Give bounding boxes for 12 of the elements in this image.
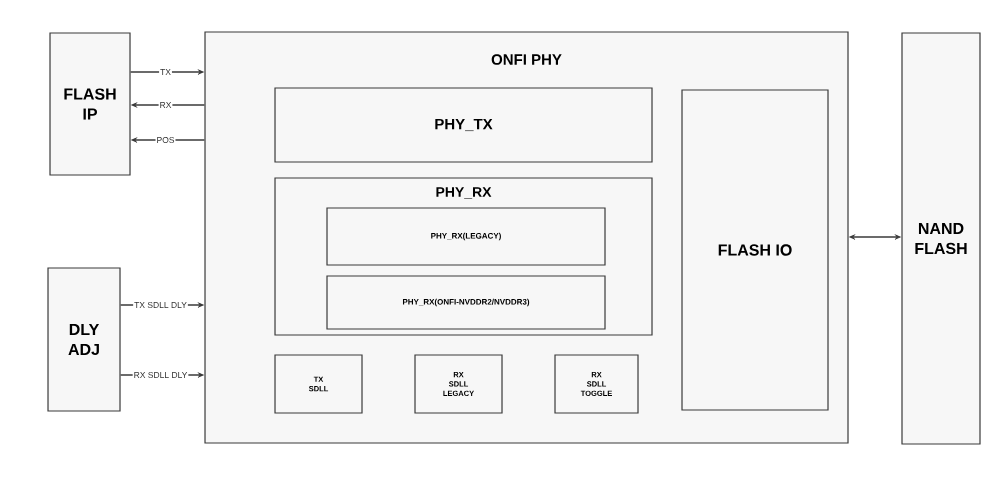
block-box: PHY_RX(ONFI-NVDDR2/NVDDR3) <box>326 275 606 330</box>
block-box: FLASH IP <box>49 32 131 176</box>
signal-label: POS <box>155 136 176 144</box>
block-box: DLY ADJ <box>47 267 121 412</box>
signal-label: TX <box>159 68 172 76</box>
block-box: PHY_RX(LEGACY) <box>326 207 606 266</box>
signal-label: RX <box>158 101 173 109</box>
block-box: NAND FLASH <box>901 32 981 445</box>
signal-label: TX SDLL DLY <box>133 301 188 309</box>
block-box: FLASH IO <box>681 89 829 411</box>
signal-label: RX SDLL DLY <box>132 371 189 379</box>
block-box: PHY_TX <box>274 87 653 163</box>
